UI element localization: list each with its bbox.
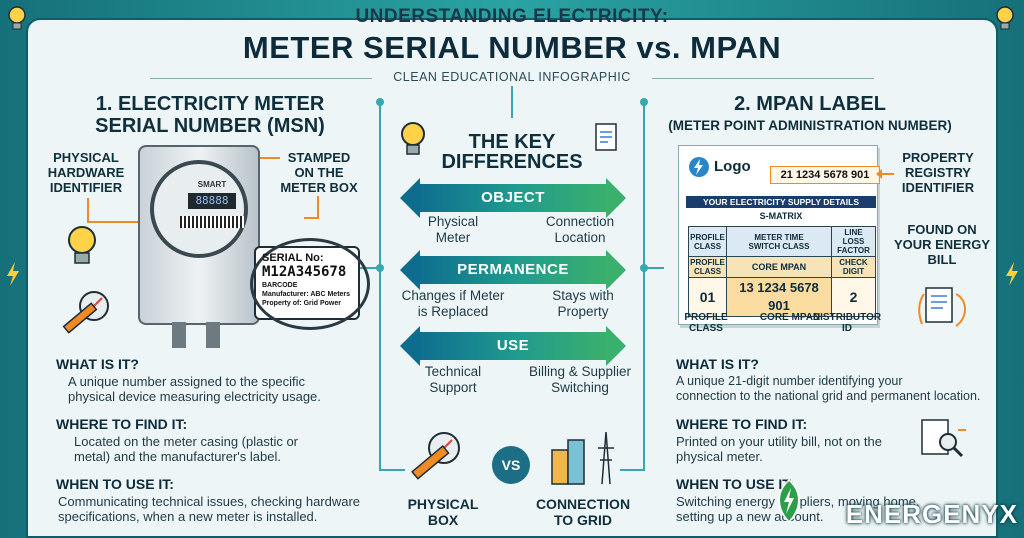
lightbulb-icon (8, 6, 26, 30)
wrench-gauge-icon (411, 432, 460, 480)
serial-number: M12A345678 (262, 264, 347, 280)
msn-when-text: Communicating technical issues, checking… (58, 494, 361, 524)
wrench-gauge-icon (62, 291, 109, 334)
mpan-title-line2: (METER POINT ADMINISTRATION NUMBER) (668, 118, 952, 133)
vs-badge: VS (492, 446, 530, 484)
callout-arrow (304, 196, 319, 219)
meter-dial (150, 160, 248, 258)
mpan-where-text: Printed on your utility bill, not on the… (676, 434, 882, 464)
mpan-where-heading: WHERE TO FIND IT: (676, 416, 808, 432)
matrix-value-profile: 01 (688, 277, 727, 317)
arrow-permanence: PERMANENCE (400, 250, 626, 290)
differences-title-line2: DIFFERENCES (441, 151, 583, 173)
grid-building-icon (551, 431, 614, 485)
mpan-title-line1: 2. MPAN LABEL (734, 93, 886, 115)
arrow-use: USE (400, 326, 626, 366)
lightning-icon (1006, 262, 1018, 286)
msn-what-text: A unique number assigned to the specific… (68, 374, 321, 404)
matrix-value-check: 2 (831, 277, 876, 317)
header-divider (652, 78, 874, 79)
watermark-brand: ENERGENYX (845, 499, 1018, 529)
callout-arrow (876, 169, 894, 179)
serial-heading: SERIAL No: (262, 252, 324, 264)
under-label-core: CORE MPAN (759, 312, 821, 323)
meter-cable (172, 322, 186, 348)
meter-brand: SMART (197, 180, 227, 189)
matrix-row2-core: CORE MPAN (726, 256, 832, 278)
manufacturer-text: Manufacturer: ABC Meters (262, 291, 351, 298)
lightbulb-icon (401, 122, 425, 155)
msn-where-heading: WHERE TO FIND IT: (56, 416, 188, 432)
meter-display: 88888 (188, 193, 236, 209)
bill-document-icon (918, 287, 966, 327)
document-icon (595, 123, 617, 151)
msn-title-line2: SERIAL NUMBER (MSN) (95, 115, 325, 137)
magnifier-document-icon (921, 419, 966, 458)
barcode-label: BARCODE (262, 282, 298, 289)
header-divider (150, 78, 372, 79)
s-matrix-label: S-MATRIX (759, 211, 803, 221)
matrix-value-core: 13 1234 5678 901 (726, 277, 832, 317)
msn-title-line1: 1. ELECTRICITY METER (95, 93, 325, 115)
property-text: Property of: Grid Power (262, 300, 341, 307)
lightning-icon (7, 262, 19, 286)
meter-cable (206, 322, 220, 348)
leaf-logo-icon (778, 478, 800, 524)
supply-details-banner: YOUR ELECTRICITY SUPPLY DETAILS (686, 196, 876, 208)
msn-when-heading: WHEN TO USE IT: (56, 476, 174, 492)
header-subtitle: CLEAN EDUCATIONAL INFOGRAPHIC (393, 70, 631, 84)
mpan-logo-text: Logo (714, 158, 751, 175)
arrow-object: OBJECT (400, 178, 626, 218)
mpan-number-box: 21 1234 5678 901 (770, 166, 880, 184)
msn-what-heading: WHAT IS IT? (56, 356, 139, 372)
mpan-when-heading: WHEN TO USE IT: (676, 476, 794, 492)
lightbulb-icon (68, 226, 96, 264)
mpan-what-heading: WHAT IS IT? (676, 356, 759, 372)
differences-title-line1: THE KEY (468, 131, 556, 153)
mpan-what-text: A unique 21-digit number identifying you… (676, 374, 981, 403)
magnifier-ring (250, 238, 370, 330)
lightbulb-icon (996, 6, 1014, 30)
header-kicker: UNDERSTANDING ELECTRICITY: (355, 6, 669, 27)
header-title: METER SERIAL NUMBER vs. MPAN (242, 30, 782, 65)
lightning-logo-icon (689, 157, 709, 177)
meter-barcode (180, 216, 244, 228)
